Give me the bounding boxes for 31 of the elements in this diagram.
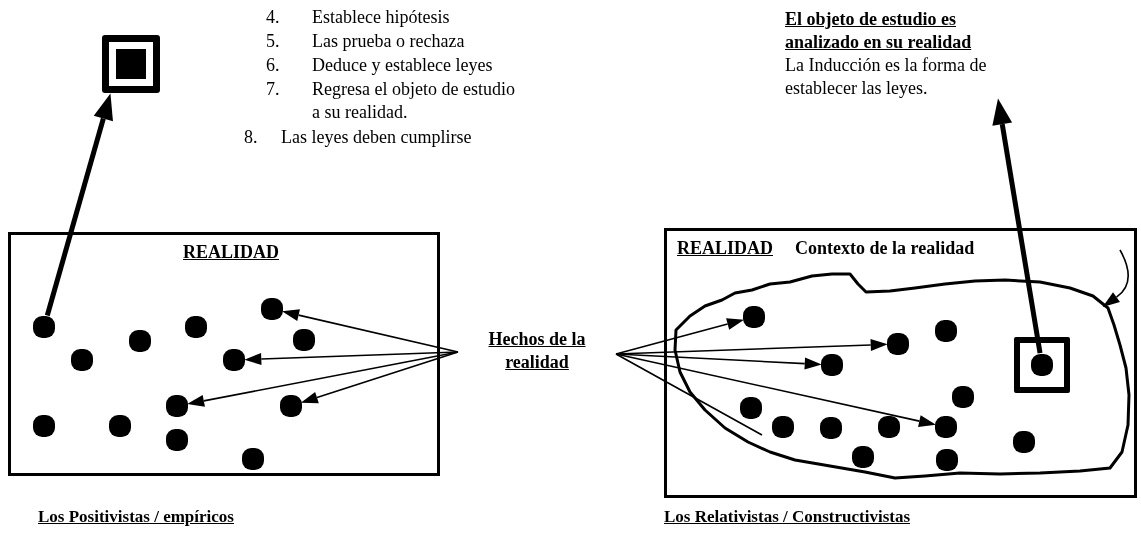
list-item-text: Deduce y establece leyes — [312, 54, 494, 77]
box-heading: Contexto de la realidad — [795, 237, 975, 260]
reality-box — [8, 232, 440, 476]
facts-label: Hechos de la realidad — [487, 328, 587, 375]
body-text: La Inducción es la forma de establecer las leyes. — [785, 54, 988, 101]
list-number: 4. — [266, 6, 280, 29]
arrow — [992, 98, 1043, 354]
list-item-text: Las leyes deben cumplirse — [281, 126, 473, 149]
arrow — [244, 351, 459, 365]
list-item-text: Regresa el objeto de estudio a su realidad. — [312, 78, 516, 124]
list-number: 6. — [266, 54, 280, 77]
list-number: 5. — [266, 30, 280, 53]
arrow — [187, 351, 459, 407]
connector-line — [615, 353, 763, 436]
box-heading: REALIDAD — [183, 241, 279, 264]
heading-text: El objeto de estudio es analizado en su realidad — [785, 8, 973, 55]
list-number: 7. — [266, 78, 280, 101]
arrow — [1103, 249, 1129, 308]
box-heading: REALIDAD — [677, 237, 773, 260]
square-frame — [1014, 337, 1070, 393]
nested-square-icon — [102, 35, 160, 93]
arrow — [44, 93, 113, 317]
list-item-text: Las prueba o rechaza — [312, 30, 466, 53]
reality-box — [664, 228, 1137, 498]
list-item-text: Establece hipótesis — [312, 6, 451, 29]
caption: Los Relativistas / Constructivistas — [664, 506, 911, 528]
arrow — [615, 318, 745, 355]
arrow — [300, 351, 459, 404]
list-number: 8. — [244, 126, 258, 149]
caption: Los Positivistas / empíricos — [38, 506, 234, 528]
arrow — [615, 353, 822, 370]
